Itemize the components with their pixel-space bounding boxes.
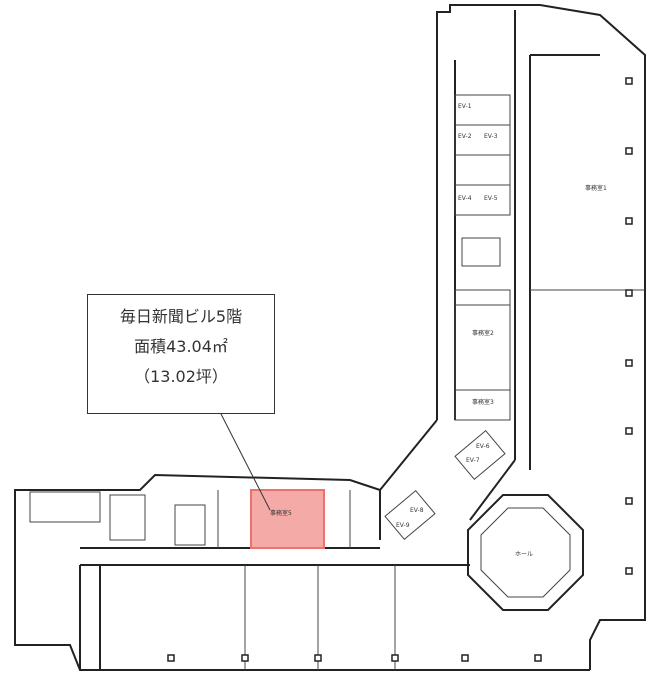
label-ev8: EV-8 <box>410 507 424 514</box>
label-ev6: EV-6 <box>476 443 490 450</box>
elevator-shaft <box>454 184 511 216</box>
stairs <box>174 504 206 546</box>
callout-area: 面積43.04㎡ <box>134 337 228 356</box>
restroom <box>109 494 146 541</box>
label-office3: 事務室3 <box>472 398 494 406</box>
wall-connector <box>469 459 516 521</box>
wall-bottom-wing <box>14 473 590 671</box>
elevator-shaft <box>384 489 436 541</box>
office-3 <box>454 389 511 421</box>
label-ev2: EV-2 <box>458 133 472 140</box>
label-ev9: EV-9 <box>396 522 410 529</box>
stairs <box>461 237 501 267</box>
elevator-hall <box>454 154 511 186</box>
wall-right-wing <box>436 4 646 670</box>
pillars <box>167 77 633 662</box>
callout-title: 毎日新聞ビル5階 <box>119 307 243 326</box>
label-highlighted-office: 事務室5 <box>270 509 292 517</box>
label-office2: 事務室2 <box>472 329 494 337</box>
office-2 <box>454 304 511 391</box>
room <box>454 289 511 306</box>
highlighted-office[interactable] <box>250 489 325 549</box>
octagon-hall <box>467 494 584 611</box>
label-ev3: EV-3 <box>484 133 498 140</box>
elevator-shaft <box>454 94 511 126</box>
label-ev7: EV-7 <box>466 457 480 464</box>
label-hall: ホール <box>515 551 533 558</box>
elevator-shaft <box>29 491 101 523</box>
label-ev5: EV-5 <box>484 195 498 202</box>
callout-tsubo: （13.02坪） <box>134 367 228 386</box>
label-office1: 事務室1 <box>585 184 607 192</box>
elevator-shaft <box>454 124 511 156</box>
elevator-shaft <box>454 429 506 481</box>
callout-leader <box>219 411 271 511</box>
label-ev1: EV-1 <box>458 103 472 110</box>
area-callout: 毎日新聞ビル5階 面積43.04㎡ （13.02坪） <box>87 294 275 414</box>
label-ev4: EV-4 <box>458 195 472 202</box>
octagon-inner <box>480 507 571 598</box>
